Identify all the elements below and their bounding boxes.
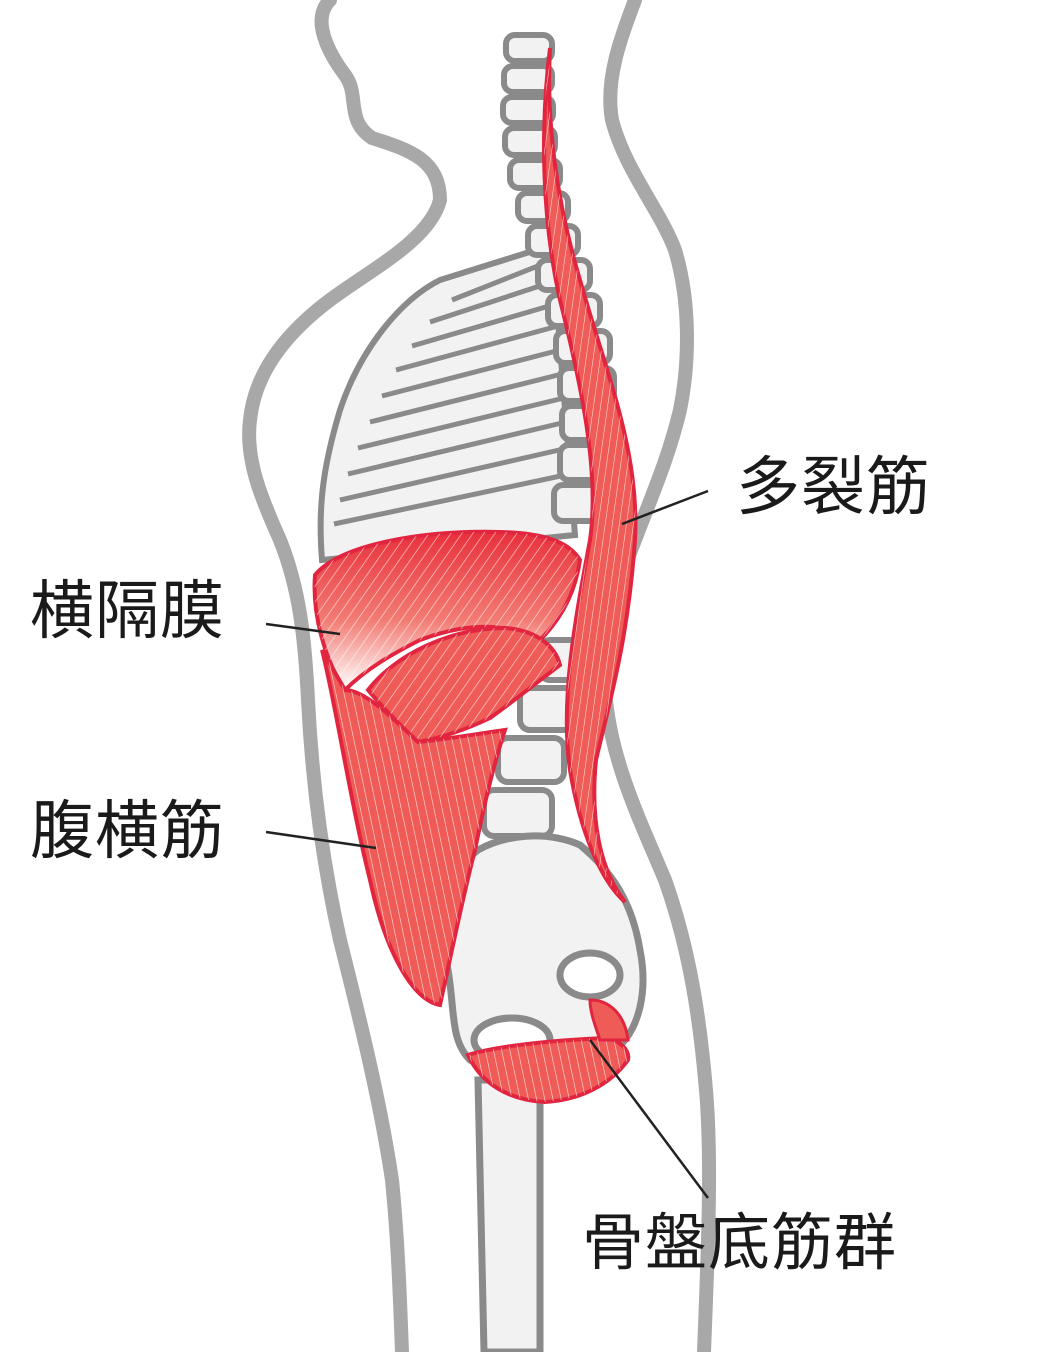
- multifidus-muscle: [542, 47, 638, 904]
- femur: [474, 1076, 544, 1352]
- pelvic-floor-muscles: [465, 998, 631, 1105]
- obturator-foramen: [556, 949, 624, 1001]
- pelvic-floor-posterior: [588, 998, 630, 1042]
- diaphragm-muscle: [312, 529, 583, 745]
- transversus-abdominis-muscle: [320, 649, 508, 1008]
- rib-cage: [317, 241, 579, 564]
- leader-multifidus: [621, 489, 709, 526]
- leader-lines: [265, 489, 710, 1199]
- leader-diaphragm: [265, 622, 341, 636]
- ribs: [333, 259, 571, 527]
- leader-pelvic-floor: [588, 1039, 710, 1199]
- body-front-outline: [242, 0, 447, 1352]
- diaphragm-label: 横隔膜: [30, 575, 225, 649]
- multifidus-label: 多裂筋: [736, 451, 931, 525]
- body-back-outline: [597, 0, 717, 1352]
- leader-transversus-abdominis: [265, 830, 377, 850]
- pelvic-floor-label: 骨盤底筋群: [582, 1206, 898, 1279]
- transversus-abdominis-label: 腹横筋: [30, 795, 225, 869]
